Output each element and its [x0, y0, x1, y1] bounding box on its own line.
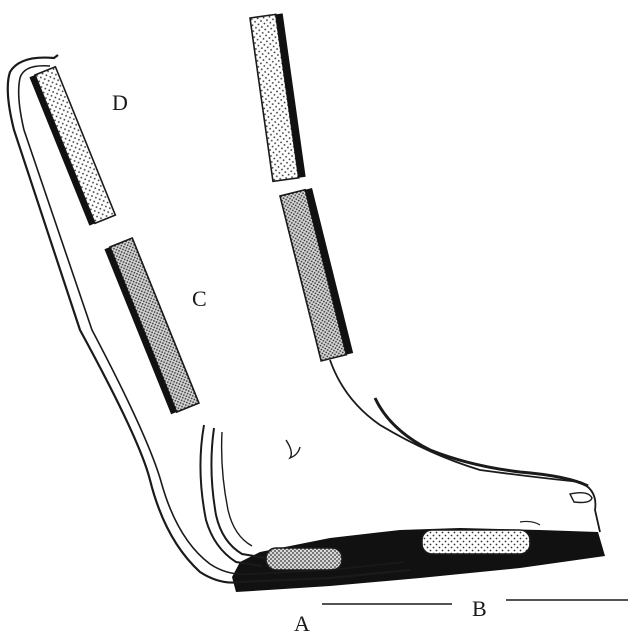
sole-pad-front [422, 530, 530, 554]
label-c: C [192, 288, 207, 310]
foot-outline [330, 360, 600, 532]
toe-detail [520, 521, 540, 525]
posterior-liner-2 [211, 428, 266, 558]
shin-pad-lower [280, 188, 353, 361]
sole-pad-rear [266, 548, 342, 570]
shin-pad-upper [250, 13, 306, 181]
rear-pad-upper [29, 67, 115, 226]
toe-tip [570, 493, 592, 503]
ankle-mark [286, 440, 300, 458]
label-d: D [112, 92, 128, 114]
posterior-liner-3 [222, 432, 252, 546]
rear-pad-lower [104, 238, 198, 414]
label-a: A [294, 613, 310, 635]
foot-upper-shell [375, 398, 588, 486]
label-b: B [472, 598, 487, 620]
